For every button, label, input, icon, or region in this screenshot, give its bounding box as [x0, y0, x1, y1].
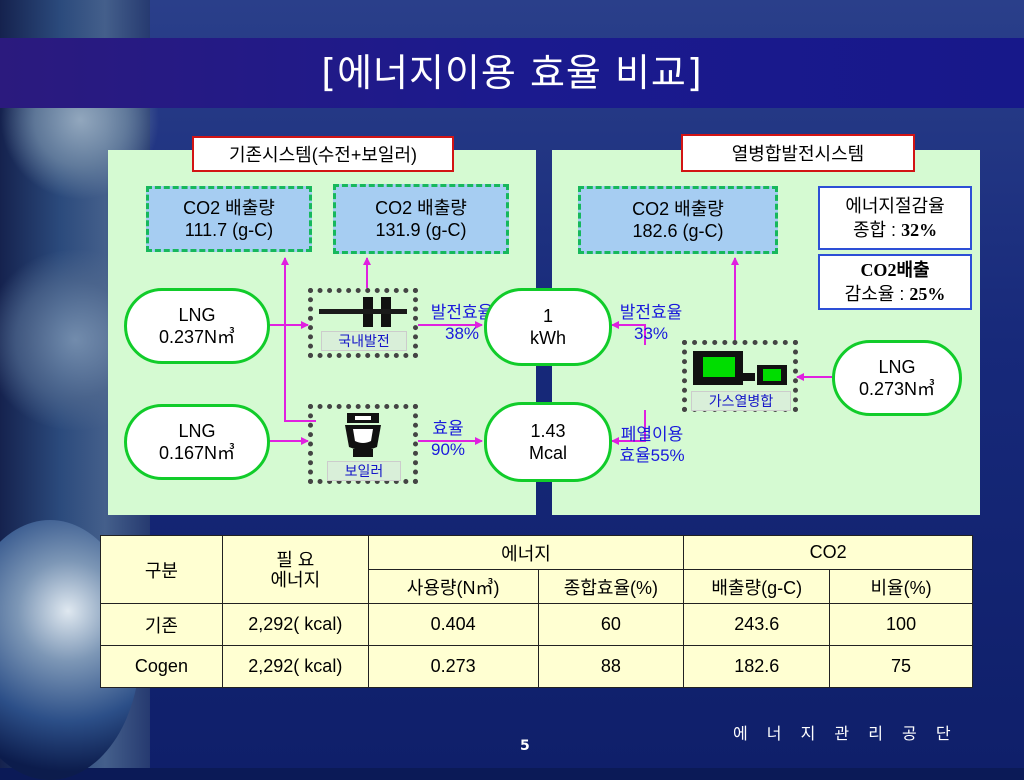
slide-title: [에너지이용 효율 비교] [321, 51, 703, 95]
title-bar [0, 38, 1024, 108]
comparison-table: 구분 필 요 에너지 에너지 CO2 사용량(N㎥) 종합효율(%) 배출량(g… [100, 535, 973, 688]
boiler-efficiency: 효율 90% [430, 419, 466, 459]
generation-efficiency-left: 발전효율 38% [430, 303, 494, 343]
output-power-oval: 1 kWh [484, 288, 612, 366]
co2-cogen-box: CO2 배출량 182.6 (g-C) [578, 186, 778, 254]
co2-reduction-label: CO2배출 [860, 260, 930, 280]
row-ratio: 100 [829, 603, 973, 646]
output-heat-oval: 1.43 Mcal [484, 402, 612, 482]
boiler-icon [345, 413, 381, 457]
table-row: Cogen 2,292( kcal) 0.273 88 182.6 75 [100, 645, 973, 688]
co2-reduction-prefix: 감소율 : [844, 284, 910, 304]
boiler-label: 보일러 [327, 461, 401, 481]
energy-saving-prefix: 종합 : [852, 220, 902, 240]
row-ratio: 75 [829, 645, 973, 688]
lng-power-oval: LNG 0.237N㎥ [124, 288, 270, 364]
row-name: 기존 [100, 603, 223, 646]
co2-power-box: CO2 배출량 111.7 (g-C) [146, 186, 312, 252]
power-plant-equipment: 국내발전 [308, 288, 418, 358]
cogen-engine-icon [693, 351, 787, 385]
energy-saving-label: 에너지절감율 [845, 196, 945, 216]
page-number: 5 [520, 738, 530, 754]
energy-saving-box: 에너지절감율 종합 : 32% [818, 186, 972, 250]
row-efficiency: 60 [537, 603, 685, 646]
organization-footer: 에 너 지 관 리 공 단 [733, 724, 958, 743]
header-co2: CO2 [683, 535, 973, 570]
header-total-efficiency: 종합효율(%) [537, 569, 685, 604]
lng-boiler-oval: LNG 0.167N㎥ [124, 404, 270, 480]
co2-reduction-value: 25% [909, 284, 946, 304]
header-emission: 배출량(g-C) [683, 569, 831, 604]
energy-saving-value: 32% [901, 220, 938, 240]
left-system-header: 기존시스템(수전+보일러) [192, 136, 454, 172]
row-name: Cogen [100, 645, 223, 688]
cogen-equipment: 가스열병합 [682, 340, 798, 412]
header-category: 구분 [100, 535, 223, 604]
row-efficiency: 88 [537, 645, 685, 688]
row-required: 2,292( kcal) [221, 645, 369, 688]
header-ratio: 비율(%) [829, 569, 973, 604]
row-usage: 0.404 [367, 603, 539, 646]
co2-boiler-box: CO2 배출량 131.9 (g-C) [333, 184, 509, 254]
pipe-icon [319, 309, 407, 314]
boiler-equipment: 보일러 [308, 404, 418, 484]
row-emission: 182.6 [683, 645, 831, 688]
right-system-header: 열병합발전시스템 [681, 134, 915, 172]
table-header-row: 구분 필 요 에너지 에너지 CO2 [100, 535, 973, 604]
header-required-energy: 필 요 에너지 [221, 535, 369, 604]
co2-reduction-value-line: 감소율 : 25% [845, 282, 946, 306]
arrow-cogen-power [611, 321, 646, 345]
energy-saving-value-line: 종합 : 32% [853, 218, 937, 242]
co2-reduction-box: CO2배출 감소율 : 25% [818, 254, 972, 310]
row-usage: 0.273 [367, 645, 539, 688]
cogen-label: 가스열병합 [691, 391, 791, 411]
arrow-boiler-co2 [281, 257, 316, 422]
power-plant-label: 국내발전 [321, 331, 407, 351]
row-emission: 243.6 [683, 603, 831, 646]
header-usage: 사용량(N㎥) [367, 569, 539, 604]
waste-heat-efficiency: 폐열이용 효율55% [619, 425, 685, 465]
generation-efficiency-right: 발전효율 33% [619, 303, 683, 343]
table-row: 기존 2,292( kcal) 0.404 60 243.6 100 [100, 603, 973, 646]
arrow-cogen-heat [611, 410, 646, 445]
lng-cogen-oval: LNG 0.273N㎥ [832, 340, 962, 416]
row-required: 2,292( kcal) [221, 603, 369, 646]
header-energy: 에너지 [367, 535, 685, 570]
